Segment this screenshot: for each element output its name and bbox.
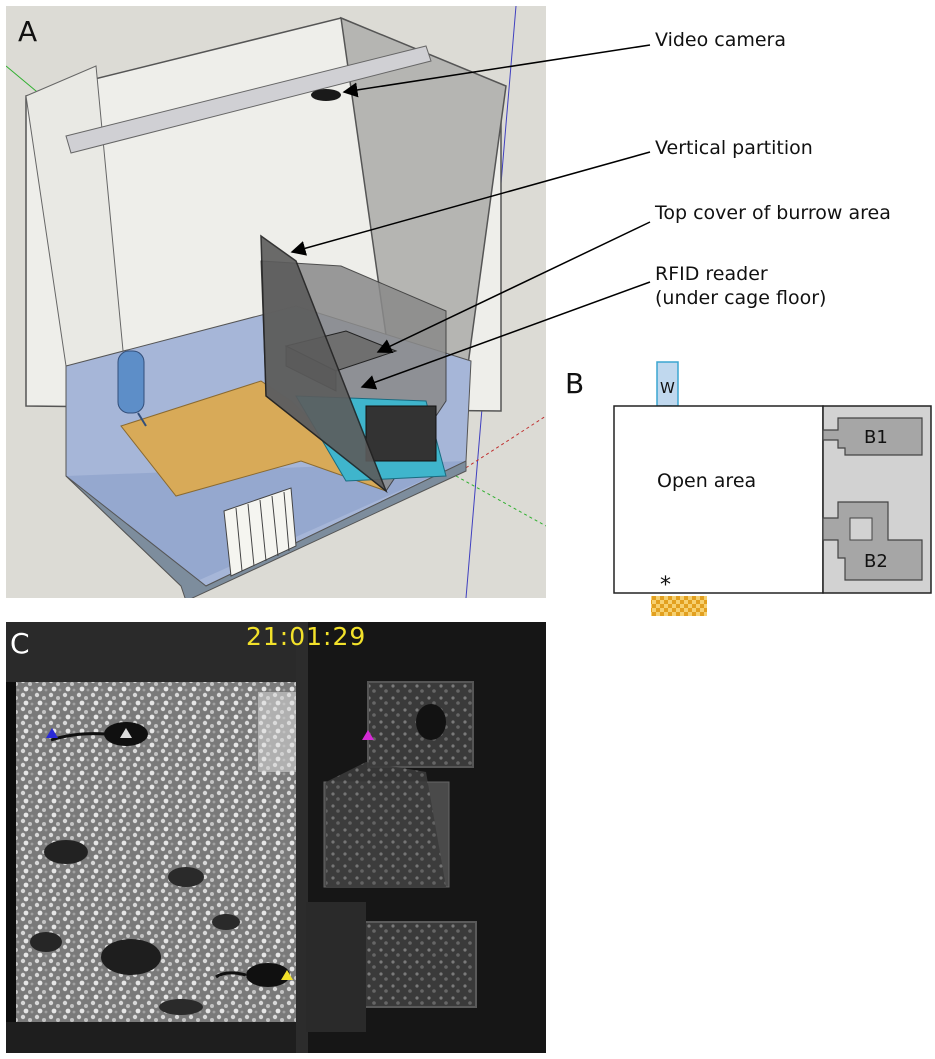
- open-area-label: Open area: [657, 470, 757, 492]
- video-frame: [6, 622, 546, 1053]
- panel-b-letter: B: [565, 367, 585, 400]
- marker-yellow: [281, 970, 293, 980]
- mouse-burrow: [416, 704, 446, 740]
- marker-magenta: [362, 730, 374, 740]
- burrow-1-shape: [822, 417, 923, 456]
- rfid-pad: [651, 596, 707, 616]
- burrow-1-label: B1: [864, 427, 888, 448]
- rfid-marker: *: [660, 573, 671, 598]
- marker-blue: [46, 728, 58, 738]
- burrow-2-shape: [822, 501, 923, 581]
- mouse-open-bottom: [246, 963, 290, 987]
- panel-c: 21:01:29 C: [6, 622, 546, 1053]
- water-label: W: [660, 379, 675, 397]
- video-timestamp: 21:01:29: [246, 622, 367, 651]
- panel-c-letter: C: [10, 627, 30, 660]
- burrow-2-label: B2: [864, 551, 888, 572]
- callout-rfid-reader: RFID reader (under cage floor): [655, 263, 827, 309]
- marker-white: [120, 728, 132, 738]
- cage-schematic: [613, 361, 932, 616]
- panel-a-letter: A: [18, 15, 38, 48]
- callout-top-cover: Top cover of burrow area: [655, 202, 891, 224]
- open-area: [613, 405, 824, 594]
- callout-video-camera: Video camera: [655, 29, 787, 51]
- callout-vertical-partition: Vertical partition: [655, 137, 813, 159]
